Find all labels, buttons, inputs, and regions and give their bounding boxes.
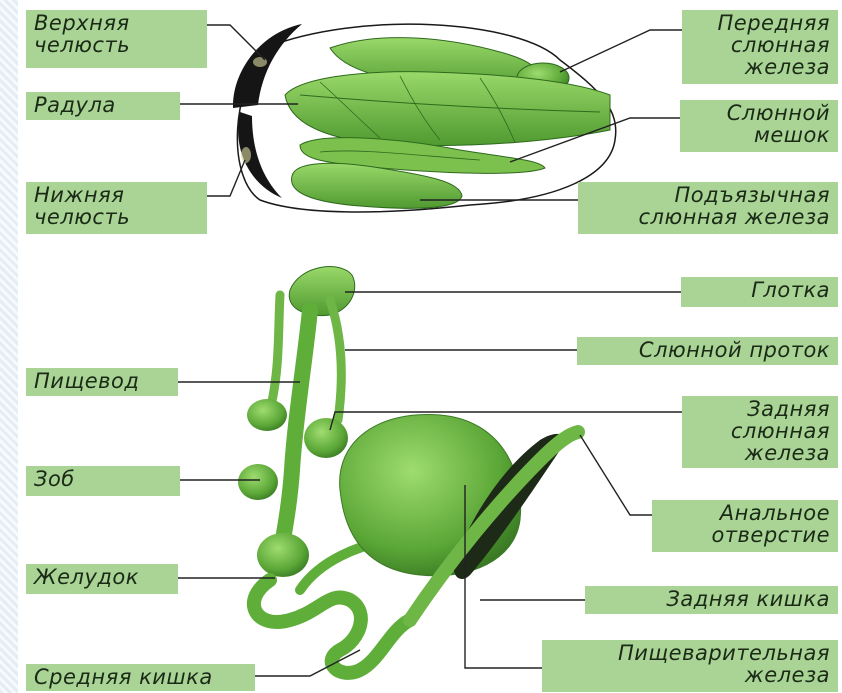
digestive-tract (238, 267, 578, 673)
crop-shape (238, 464, 278, 500)
pharynx-shape (289, 267, 355, 316)
label-salivary-duct: Слюнной проток (577, 337, 838, 365)
rear-salivary-gland-left (247, 399, 287, 431)
label-midgut: Средняя кишка (26, 664, 255, 691)
label-stomach: Желудок (26, 564, 178, 594)
rear-salivary-gland-right (304, 418, 348, 458)
label-hindgut: Задняя кишка (585, 586, 838, 614)
label-esophagus: Пищевод (26, 368, 178, 396)
stomach-shape (257, 533, 309, 577)
midgut-shape (254, 580, 410, 673)
salivary-duct-shape (330, 300, 341, 420)
head-section (233, 24, 616, 212)
label-radula: Радула (26, 92, 180, 120)
label-pharynx: Глотка (681, 277, 838, 307)
radula-shape (285, 72, 610, 146)
label-crop: Зоб (26, 466, 180, 496)
